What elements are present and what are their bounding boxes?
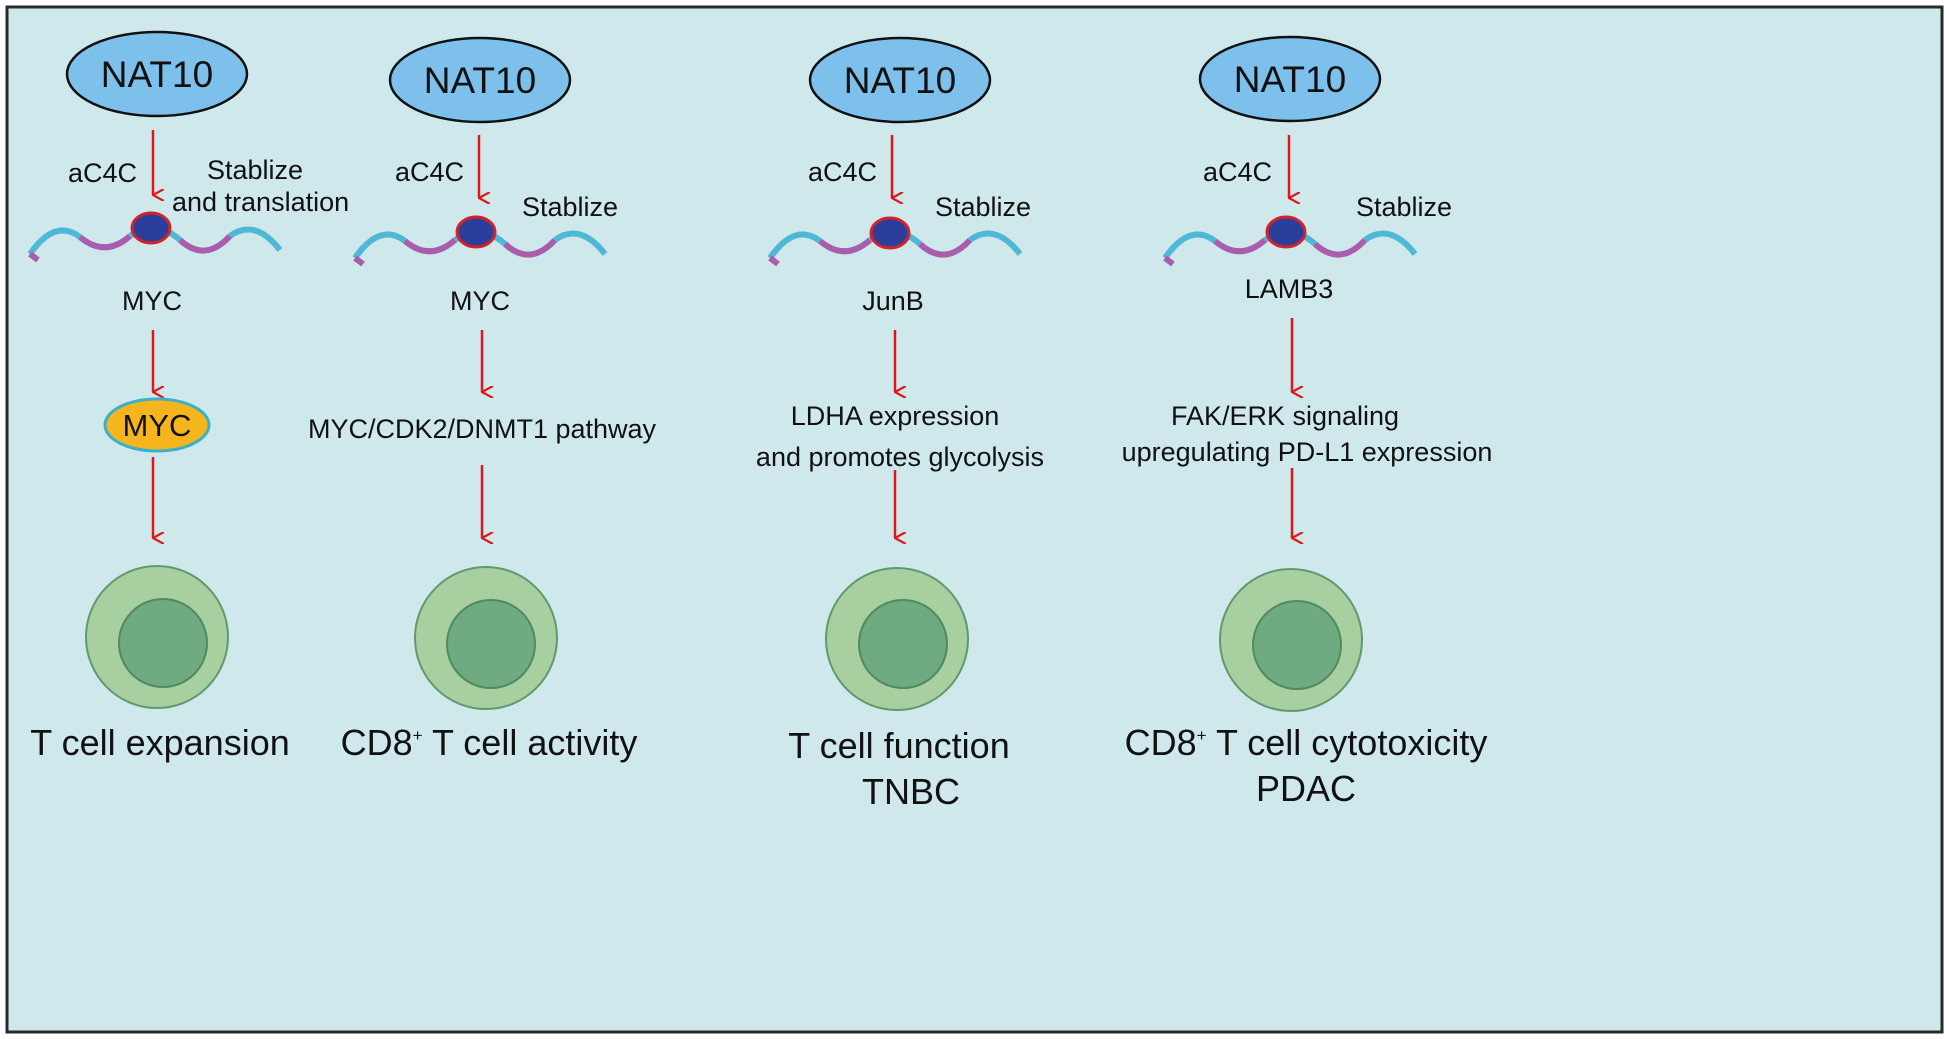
- nat10-label: NAT10: [844, 60, 956, 101]
- t-cell-nucleus: [446, 599, 536, 689]
- pathway-column-4: NAT10 aC4C Stablize LAMB3 FAK/ERK signal…: [1122, 35, 1493, 809]
- outcome-label-line-1: CD8+ T cell activity: [341, 722, 638, 763]
- outcome-prefix: CD8: [1125, 722, 1197, 763]
- rna-label: LAMB3: [1245, 274, 1334, 304]
- ac4c-site: [455, 215, 497, 249]
- nat10-label: NAT10: [424, 60, 536, 101]
- modification-label: aC4C: [808, 157, 877, 187]
- myc-protein: [103, 397, 211, 453]
- effect-label-line-1: Stablize: [207, 155, 303, 185]
- mrna-strand: [1162, 229, 1418, 267]
- rna-label: JunB: [862, 286, 924, 316]
- t-cell-nucleus: [858, 599, 948, 689]
- outcome-prefix: CD8: [341, 722, 413, 763]
- effect-label-line-1: Stablize: [935, 192, 1031, 222]
- mid-label-line-2: and promotes glycolysis: [756, 442, 1044, 472]
- outcome-label-line-1: CD8+ T cell cytotoxicity: [1125, 722, 1488, 763]
- myc-protein-label: MYC: [123, 408, 192, 443]
- effect-label-line-1: Stablize: [522, 192, 618, 222]
- mid-label-line-1: LDHA expression: [791, 401, 1000, 431]
- nat10-ellipse: [65, 30, 249, 118]
- background-panel: [5, 5, 1944, 1034]
- pathway-column-1: NAT10 aC4C Stablize and translation MYC …: [27, 30, 349, 763]
- outcome-label-line-2: PDAC: [1256, 768, 1356, 809]
- modification-label: aC4C: [395, 157, 464, 187]
- nat10-label: NAT10: [1234, 59, 1346, 100]
- outcome-label-line-2: TNBC: [862, 771, 960, 812]
- nat10-ellipse: [1198, 35, 1382, 123]
- nat10-label: NAT10: [101, 54, 213, 95]
- outcome-superscript: +: [413, 726, 423, 745]
- outcome-label-line-1: T cell expansion: [30, 722, 290, 763]
- ac4c-site: [1265, 215, 1307, 249]
- rna-label: MYC: [450, 286, 510, 316]
- pathway-column-2: NAT10 aC4C Stablize MYC MYC/CDK2/DNMT1 p…: [308, 36, 657, 763]
- ac4c-site: [130, 211, 172, 245]
- modification-label: aC4C: [1203, 157, 1272, 187]
- outcome-rest: T cell activity: [423, 722, 638, 763]
- effect-label-line-1: Stablize: [1356, 192, 1452, 222]
- outcome-superscript: +: [1197, 726, 1207, 745]
- effect-label-line-2: and translation: [172, 187, 349, 217]
- ac4c-site: [869, 216, 911, 250]
- modification-label: aC4C: [68, 158, 137, 188]
- nat10-ellipse: [808, 36, 992, 124]
- outcome-label-line-1: T cell function: [788, 725, 1009, 766]
- pathway-column-3: NAT10 aC4C Stablize JunB LDHA expression…: [756, 36, 1044, 812]
- mid-label-line-2: upregulating PD-L1 expression: [1122, 437, 1493, 467]
- mid-label-line-1: FAK/ERK signaling: [1171, 401, 1399, 431]
- outcome-rest: T cell cytotoxicity: [1207, 722, 1488, 763]
- t-cell-nucleus: [1252, 600, 1342, 690]
- mid-label-line-1: MYC/CDK2/DNMT1 pathway: [308, 414, 657, 444]
- rna-label: MYC: [122, 286, 182, 316]
- t-cell-nucleus: [118, 598, 208, 688]
- nat10-ellipse: [388, 36, 572, 124]
